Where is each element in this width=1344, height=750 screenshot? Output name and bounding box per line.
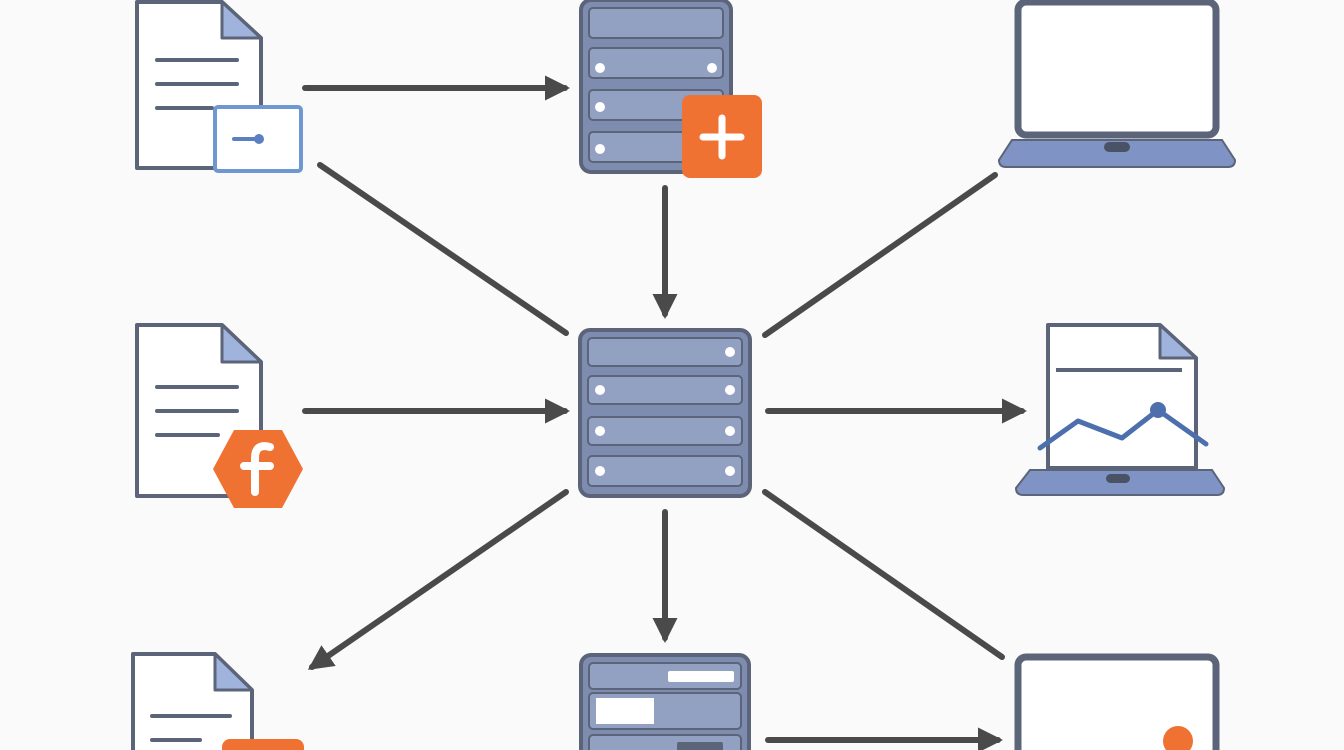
line-chart-icon xyxy=(1037,402,1209,451)
document-fold xyxy=(213,652,254,692)
key-icon xyxy=(232,134,264,144)
plus-badge xyxy=(682,95,762,178)
line-doc-key-to-server-central xyxy=(317,162,569,336)
plus-icon xyxy=(699,114,745,160)
line-laptop-top-to-server-central xyxy=(762,172,998,338)
panel-slot xyxy=(596,698,654,724)
server-bottom-node xyxy=(579,653,751,750)
report-laptop-node xyxy=(1014,323,1226,496)
facebook-badge xyxy=(213,430,303,508)
orange-tag-badge xyxy=(222,739,304,750)
document-key-node xyxy=(135,0,303,173)
laptop-touchpad xyxy=(1106,474,1130,483)
laptop-touchpad xyxy=(1104,142,1130,152)
document-bottom-node xyxy=(131,652,304,750)
arrow-server-central-to-doc-bottom xyxy=(307,489,569,670)
orange-dot-icon xyxy=(1163,726,1193,750)
document-fold xyxy=(1158,323,1198,360)
laptop-base xyxy=(997,139,1237,168)
connections xyxy=(302,75,1028,750)
monitor-screen xyxy=(1014,653,1220,750)
server-central-node xyxy=(578,328,752,498)
facebook-icon xyxy=(240,442,274,496)
laptop-screen xyxy=(1014,0,1220,139)
server-icon xyxy=(578,328,752,498)
line-server-central-to-monitor-bottom xyxy=(762,489,1005,660)
server-top-node xyxy=(579,0,762,178)
monitor-bottom-node xyxy=(1014,653,1220,750)
document-fold xyxy=(220,0,263,40)
document-facebook-node xyxy=(135,323,303,508)
laptop-top-node xyxy=(997,0,1237,168)
panel-slot xyxy=(668,671,734,682)
document-fold xyxy=(220,323,263,364)
